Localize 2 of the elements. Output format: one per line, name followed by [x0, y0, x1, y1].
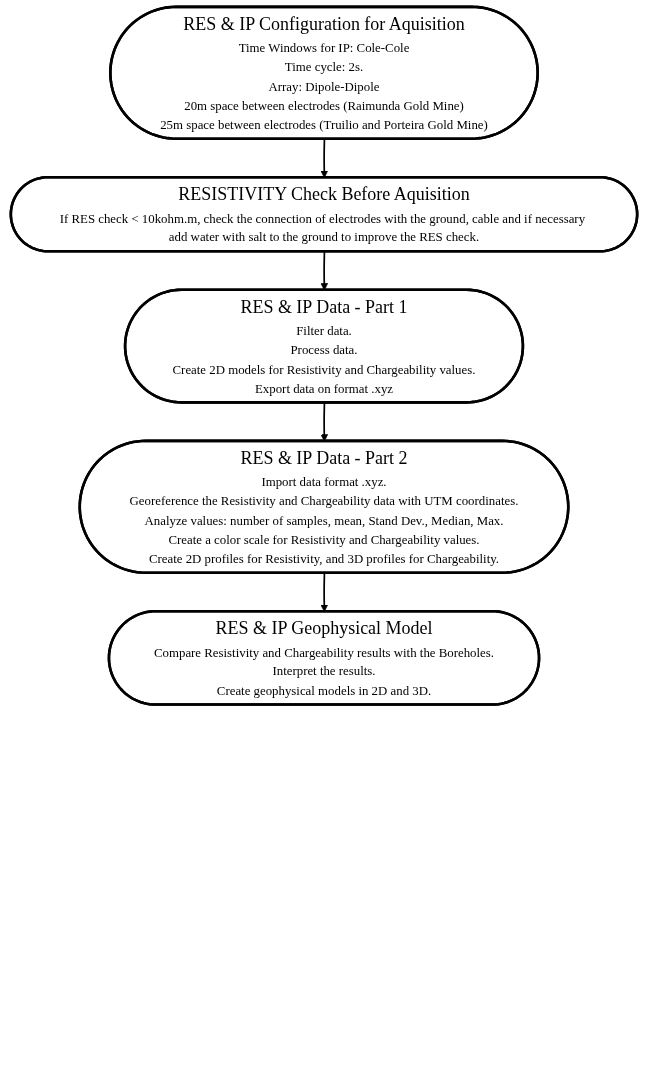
- arrow: [320, 572, 329, 612]
- arrow: [320, 138, 329, 178]
